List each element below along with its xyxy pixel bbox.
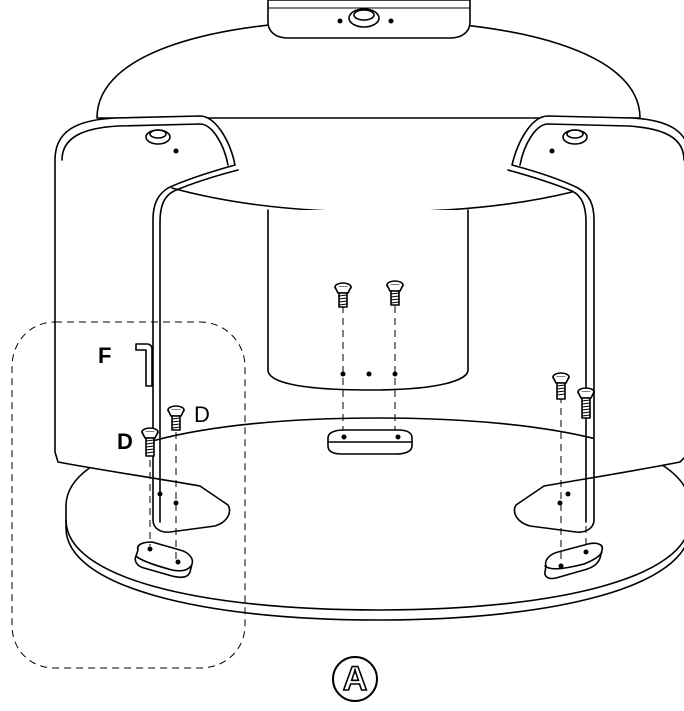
left-base-bracket	[134, 541, 194, 578]
step-marker-icon: A	[332, 656, 378, 702]
right-base-bracket	[544, 542, 604, 580]
screw-icon	[552, 372, 570, 400]
right-panel	[507, 115, 684, 533]
center-base-bracket	[327, 429, 413, 455]
screw-icon	[167, 405, 185, 431]
left-panel	[54, 115, 239, 533]
assembly-guides	[149, 306, 587, 562]
part-label-d-upper: D	[194, 402, 210, 427]
detail-callout-outline	[11, 321, 246, 669]
top-bracket	[267, 0, 471, 39]
screw-icon	[141, 427, 159, 457]
part-label-f: F	[98, 343, 112, 368]
allen-key-icon	[135, 343, 153, 387]
base-disc	[65, 417, 684, 621]
inner-rim	[171, 187, 573, 213]
screw-icon	[334, 282, 352, 308]
back-panel	[267, 209, 469, 391]
part-label-d-lower: D	[117, 429, 133, 454]
step-label: A	[342, 660, 368, 698]
screw-icon	[577, 387, 595, 419]
screw-icon	[386, 280, 404, 306]
